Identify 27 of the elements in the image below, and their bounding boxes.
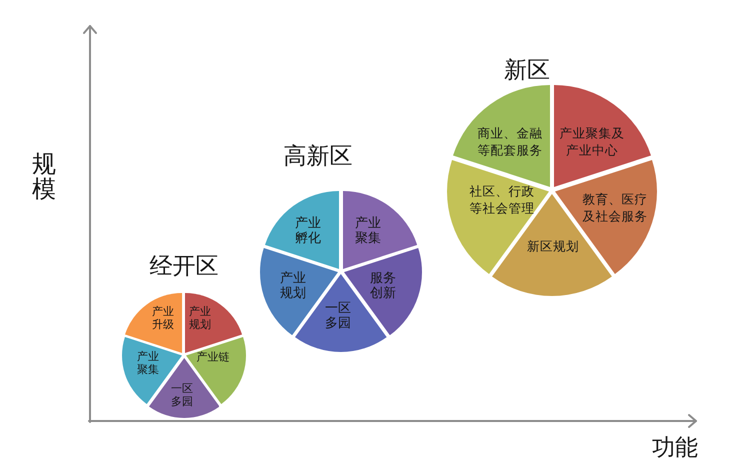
slice-label: 服务创新 [368, 272, 397, 302]
slice-label: 产业聚集 [136, 350, 160, 376]
pie-slice [555, 160, 658, 274]
slice-label: 产业规划 [188, 304, 212, 332]
pie-title: 新区 [504, 58, 550, 84]
slice-label: 产业规划 [278, 272, 307, 302]
slice-label: 产业升级 [150, 304, 175, 332]
slice-label: 产业聚集及产业中心 [558, 125, 626, 159]
pie-slice [554, 85, 652, 188]
slice-label: 一区多园 [324, 302, 352, 332]
slice-label: 新区规划 [526, 238, 580, 256]
pie-slice [122, 337, 182, 404]
slice-label: 社区、行政等社会管理 [468, 183, 536, 217]
axis-label: 功能 [652, 436, 698, 460]
pie-slice [260, 248, 338, 336]
slice-label: 教育、医疗及社会服务 [581, 191, 648, 225]
slice-label: 产业链 [195, 350, 230, 364]
pie-slice [342, 190, 417, 269]
slice-label: 产业聚集 [354, 217, 382, 247]
axis-label: 规模 [31, 152, 57, 202]
pie-title: 经开区 [150, 254, 218, 280]
slice-label: 一区多园 [170, 382, 194, 408]
slice-label: 产业孵化 [294, 217, 322, 247]
pie-slice [265, 190, 340, 269]
slice-label: 商业、金融等配套服务 [476, 125, 544, 159]
pie-slice [185, 292, 243, 353]
pie-title: 高新区 [284, 144, 352, 170]
